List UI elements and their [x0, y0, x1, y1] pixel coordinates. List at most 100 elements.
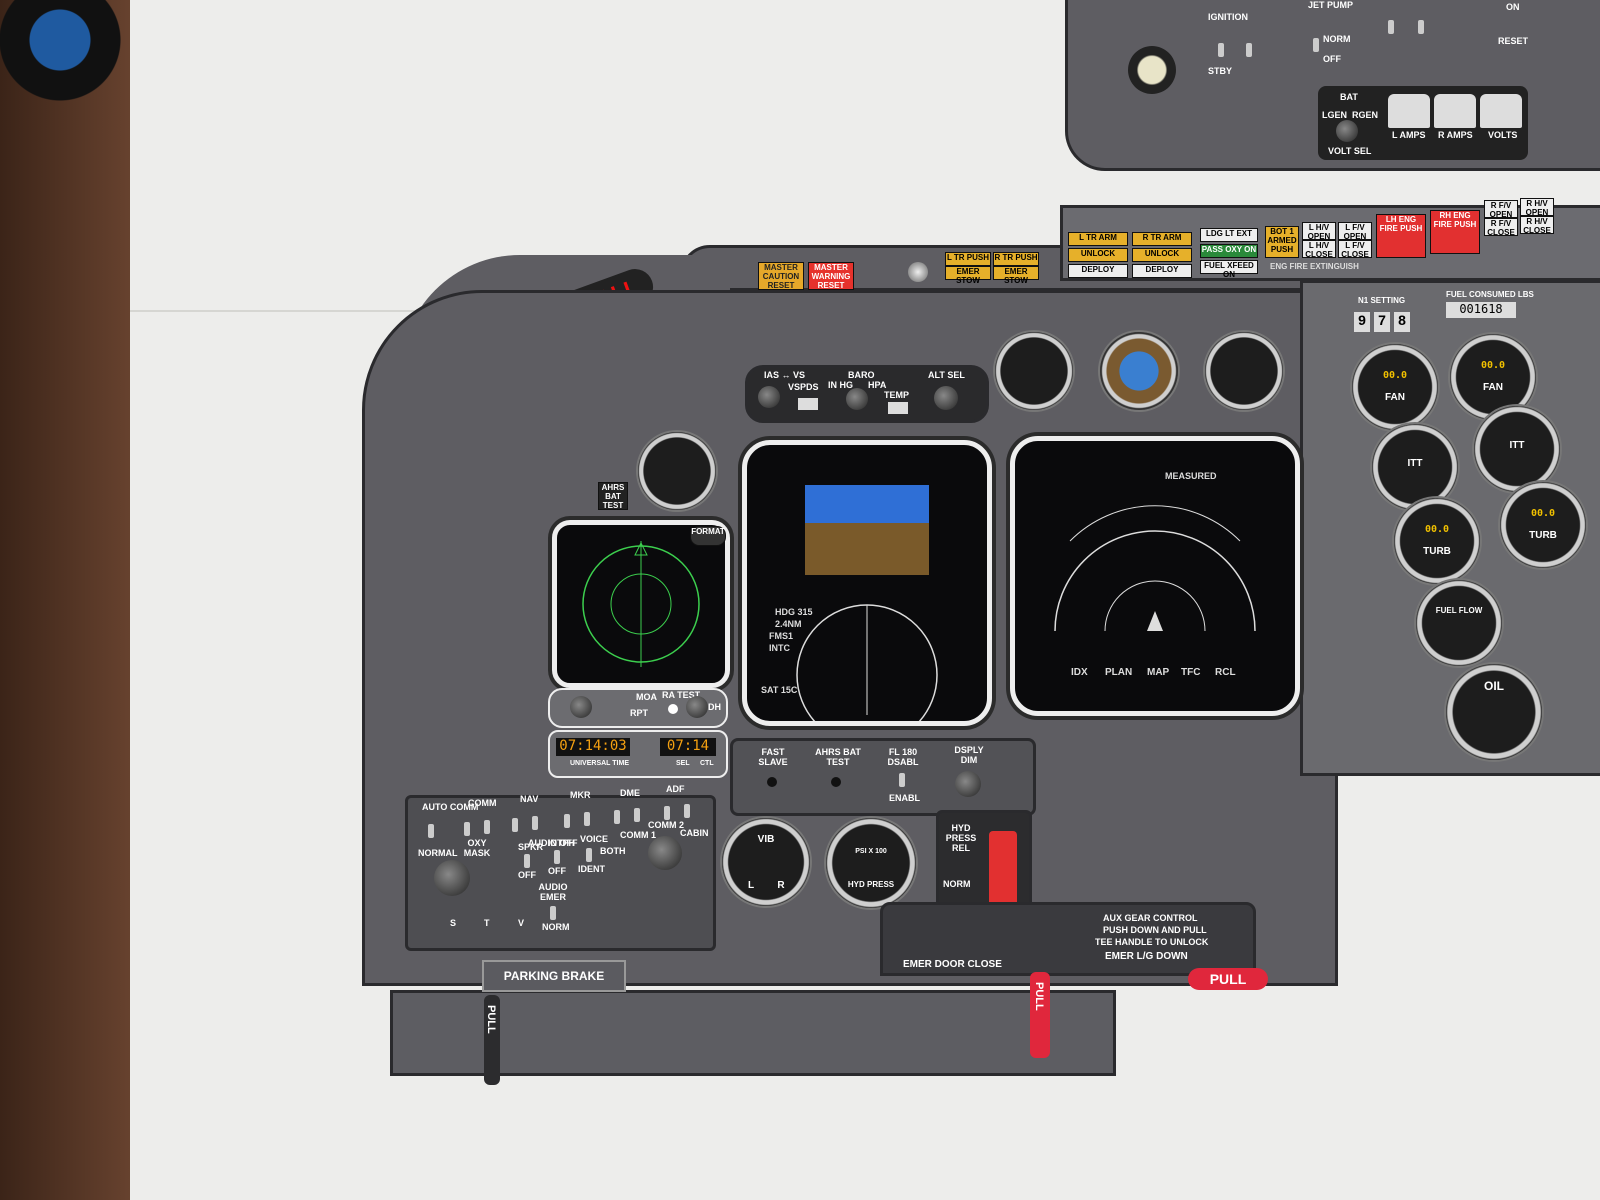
standby-airspeed-gauge — [995, 332, 1073, 410]
ctl-button[interactable]: CTL — [700, 760, 714, 767]
ahrs-bat-test-switch[interactable] — [831, 777, 841, 787]
ra-test-button[interactable] — [668, 704, 678, 714]
hpa-label: HPA — [868, 380, 887, 390]
hyd-press-label: HYD PRESS — [847, 880, 895, 889]
spkr-off-label: OFF — [518, 870, 536, 880]
bot-armed-push[interactable]: BOT 1 ARMED PUSH — [1265, 226, 1299, 258]
comm-selector-knob[interactable] — [648, 836, 682, 870]
fuel-flow-gauge: FUEL FLOW — [1416, 580, 1502, 666]
hyd-release-handle[interactable] — [989, 831, 1017, 907]
n1-setting-digit-2: 7 — [1374, 312, 1390, 332]
overhead-panel: IGNITION STBY JET PUMP NORM OFF RESET ON… — [1065, 0, 1600, 171]
audio-switch-5[interactable] — [532, 816, 538, 830]
emer-door-close-label: EMER DOOR CLOSE — [903, 959, 1002, 970]
spkr-switch[interactable] — [524, 854, 530, 868]
turb-right-label: TURB — [1529, 530, 1557, 542]
audio-col-dme: DME — [620, 788, 640, 798]
l-tr-push[interactable]: L TR PUSH — [945, 252, 991, 266]
l-amps-label: L AMPS — [1392, 130, 1426, 140]
r-tr-push[interactable]: R TR PUSH — [993, 252, 1039, 266]
r-amps-label: R AMPS — [1438, 130, 1473, 140]
aoa-gauge — [638, 432, 716, 510]
oxy-mask-knob[interactable] — [434, 860, 470, 896]
left-test-knob[interactable] — [570, 696, 592, 718]
start-button[interactable] — [1128, 46, 1176, 94]
audio-col-nav: NAV — [520, 794, 539, 804]
fast-slave-label: FAST SLAVE — [758, 747, 788, 767]
pfd-sat: SAT 15C — [761, 685, 798, 695]
turb-right-digital: 00.0 — [1530, 507, 1556, 519]
emer-lg-pull-handle[interactable]: PULL — [1188, 968, 1268, 990]
audio-emer-switch[interactable] — [550, 906, 556, 920]
volt-sel-knob[interactable] — [1336, 120, 1358, 142]
emer-door-pull-handle[interactable]: PULL — [1030, 972, 1050, 1058]
l-tr-arm[interactable]: L TR ARM — [1068, 232, 1128, 246]
dh-label: DH — [708, 702, 721, 712]
fl180-switch[interactable] — [899, 773, 905, 787]
clock-right-readout: 07:14 — [660, 738, 716, 756]
volt-panel: BAT LGEN RGEN VOLT SEL L AMPS R AMPS VOL… — [1318, 86, 1528, 160]
mfd-menu-rcl[interactable]: RCL — [1215, 667, 1236, 678]
rgen-label: RGEN — [1352, 110, 1379, 120]
ahrs-bat-test-button[interactable]: AHRS BAT TEST — [598, 482, 628, 510]
aux-gear-line-2: PUSH DOWN AND PULL — [1103, 925, 1207, 935]
audio-switch-1[interactable] — [428, 824, 434, 838]
norm-label: NORM — [1323, 34, 1351, 44]
intph-switch[interactable] — [554, 850, 560, 864]
dh-knob[interactable] — [686, 696, 708, 718]
n1-setting-digit-3: 8 — [1394, 312, 1410, 332]
voice-switch[interactable] — [586, 848, 592, 862]
audio-switch-9[interactable] — [634, 808, 640, 822]
dimmer-knob[interactable] — [908, 262, 928, 282]
mfd-measured: MEASURED — [1165, 471, 1217, 481]
attitude-ground — [805, 523, 929, 575]
fuel-switch[interactable] — [1388, 20, 1394, 34]
mfd-menu-plan[interactable]: PLAN — [1105, 667, 1133, 678]
master-caution-button[interactable]: MASTER CAUTION RESET — [758, 262, 804, 290]
jet-pump-switch[interactable] — [1313, 38, 1319, 52]
alt-sel-knob[interactable] — [934, 386, 958, 410]
volts-gauge — [1480, 94, 1522, 128]
l-hv-open: L H/V OPEN — [1302, 222, 1336, 241]
ignition-switch-2[interactable] — [1246, 43, 1252, 57]
audio-off-label: AUDIO OFF — [528, 838, 578, 848]
audio-switch-8[interactable] — [614, 810, 620, 824]
ignition-switch[interactable] — [1218, 43, 1224, 57]
comm1-label: COMM 1 — [620, 830, 656, 840]
audio-switch-4[interactable] — [512, 818, 518, 832]
lh-eng-fire-push[interactable]: LH ENG FIRE PUSH — [1376, 214, 1426, 258]
stby-label: STBY — [1208, 66, 1233, 76]
standby-attitude-gauge — [1100, 332, 1178, 410]
turb-left-label: TURB — [1423, 546, 1451, 558]
fuel-switch-2[interactable] — [1418, 20, 1424, 34]
mfd-menu-idx[interactable]: IDX — [1071, 667, 1088, 678]
r-tr-arm[interactable]: R TR ARM — [1132, 232, 1192, 246]
fan-right-label: FAN — [1483, 382, 1503, 394]
oil-label: OIL — [1484, 679, 1504, 694]
ident-label: IDENT — [578, 864, 605, 874]
audio-switch-10[interactable] — [664, 806, 670, 820]
mfd-menu-map[interactable]: MAP — [1147, 667, 1170, 678]
vspds-knob[interactable] — [758, 386, 780, 408]
audio-switch-7[interactable] — [584, 812, 590, 826]
compass-rose-icon — [582, 541, 700, 667]
emer-stow-left[interactable]: EMER STOW — [945, 266, 991, 285]
master-warning-button[interactable]: MASTER WARNING RESET — [808, 262, 854, 290]
baro-knob[interactable] — [846, 388, 868, 410]
format-button[interactable]: FORMAT — [690, 526, 726, 546]
rh-eng-fire-push[interactable]: RH ENG FIRE PUSH — [1430, 210, 1480, 254]
fuel-consumed-readout: 001618 — [1446, 302, 1516, 318]
spkr-label: SPKR — [518, 842, 544, 852]
audio-switch-6[interactable] — [564, 814, 570, 828]
mfd-menu-tfc[interactable]: TFC — [1181, 667, 1201, 678]
emer-stow-right[interactable]: EMER STOW — [993, 266, 1039, 285]
audio-switch-3[interactable] — [484, 820, 490, 834]
sel-button[interactable]: SEL — [676, 760, 690, 767]
parking-brake-handle[interactable]: PULL — [484, 995, 500, 1085]
audio-switch-11[interactable] — [684, 804, 690, 818]
audio-switch-2[interactable] — [464, 822, 470, 836]
audio-panel: AUTO COMM COMM NAV MKR DME ADF AUDIO OFF… — [405, 784, 716, 951]
fast-slave-button[interactable] — [767, 777, 777, 787]
dsply-dim-knob[interactable] — [955, 771, 981, 797]
